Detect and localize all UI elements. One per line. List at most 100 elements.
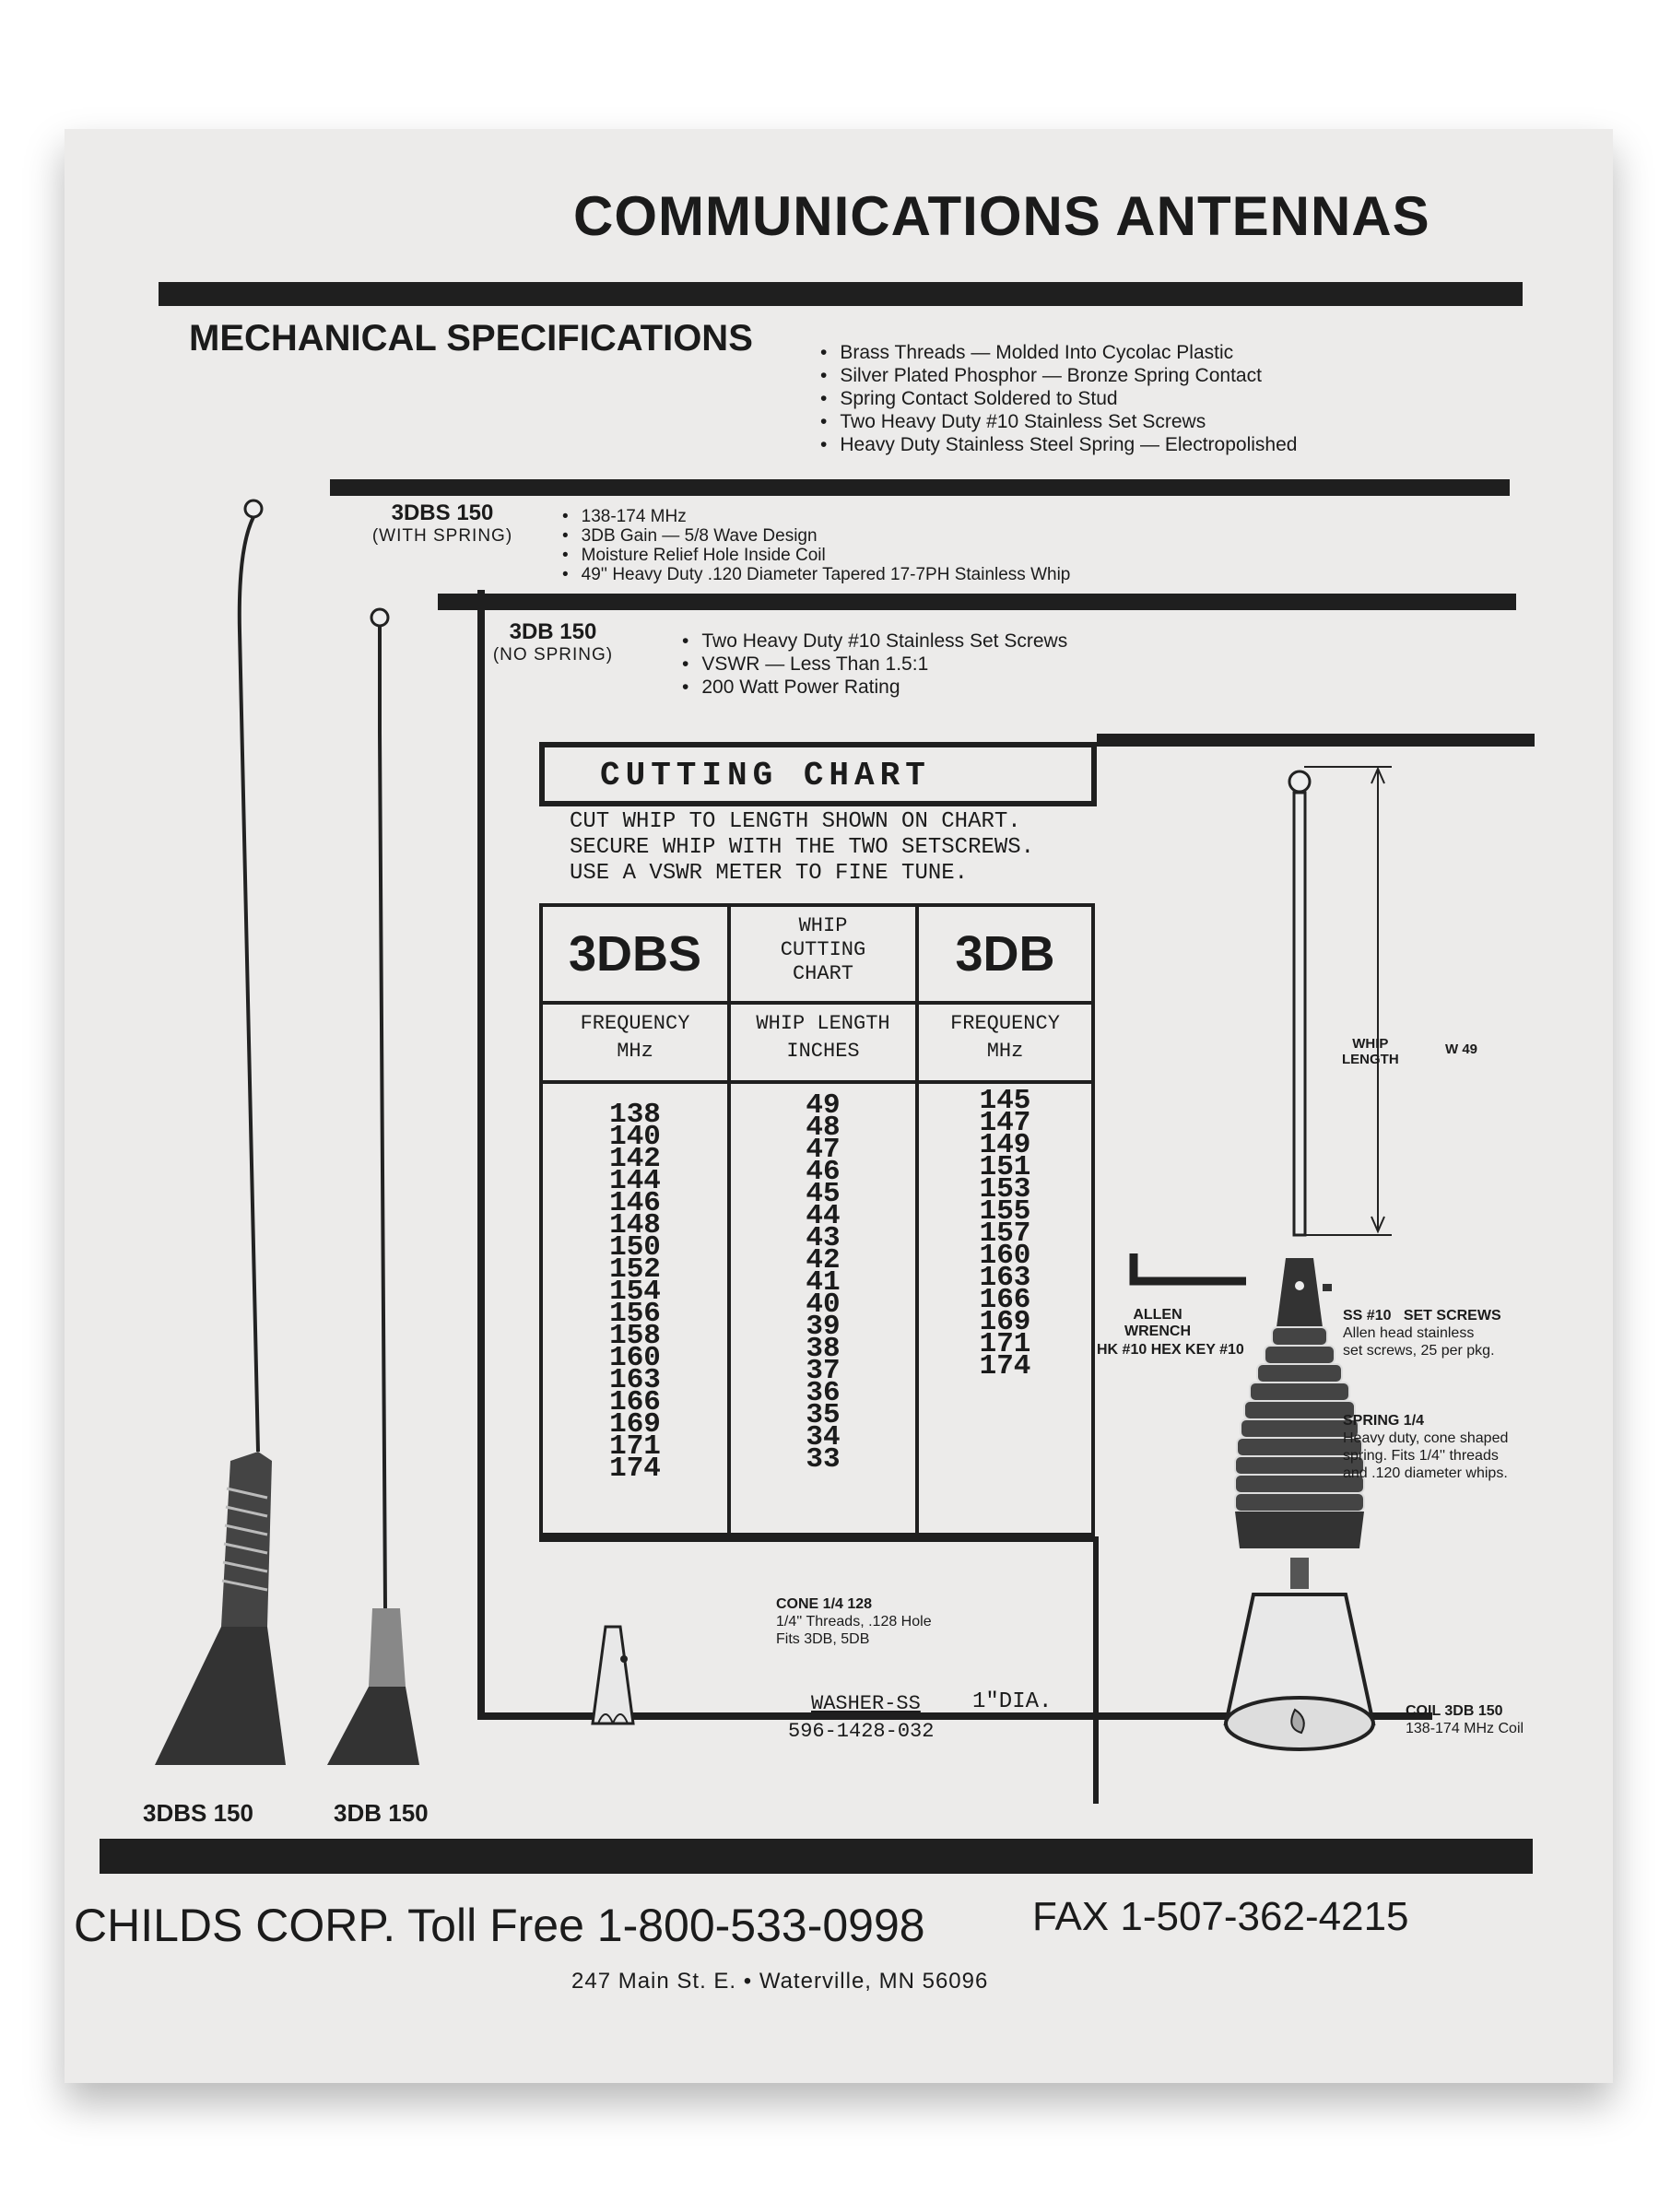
chart-cell-freq-3dbs: 154 — [609, 1276, 661, 1308]
cone-name: CONE 1/4 128 — [776, 1596, 873, 1612]
chart-cell-freq-3dbs: 140 — [609, 1121, 661, 1153]
model-subtitle: (WITH SPRING) — [371, 526, 513, 546]
cone-spec: CONE 1/4 128 1/4'' Threads, .128 Hole Fi… — [776, 1596, 932, 1648]
chart-cell-freq-3db: 163 — [979, 1262, 1031, 1294]
spring-name: SPRING 1/4 — [1343, 1413, 1425, 1429]
chart-cell-whip-length: 45 — [806, 1178, 841, 1210]
footer-address: 247 Main St. E. • Waterville, MN 56096 — [571, 1969, 989, 1994]
model-rule-3dbs — [330, 479, 1510, 496]
caption-3db: 3DB 150 — [334, 1799, 429, 1827]
header-right-model: 3DB — [915, 903, 1095, 1005]
chart-section — [477, 590, 1432, 1720]
chart-cell-freq-3db: 153 — [979, 1173, 1031, 1206]
chart-cell-whip-length: 33 — [806, 1443, 841, 1476]
chart-cell-freq-3db: 147 — [979, 1107, 1031, 1139]
col-head-length: WHIP LENGTH INCHES — [727, 1001, 919, 1084]
model-3db-heading: 3DB 150 (NO SPRING) — [461, 619, 645, 665]
spec-item: 49'' Heavy Duty .120 Diameter Tapered 17… — [562, 565, 1071, 584]
chart-cell-whip-length: 49 — [806, 1089, 841, 1122]
chart-cell-freq-3db: 149 — [979, 1129, 1031, 1161]
cone-desc: 1/4'' Threads, .128 Hole — [776, 1614, 932, 1630]
chart-top-rule — [1097, 734, 1535, 747]
chart-cell-whip-length: 44 — [806, 1200, 841, 1232]
spec-item: 138-174 MHz — [562, 507, 1070, 526]
chart-cell-freq-3dbs: 171 — [609, 1430, 661, 1463]
col-body-freq-3db — [915, 1080, 1095, 1536]
spec-item: Spring Contact Soldered to Stud — [820, 387, 1297, 410]
spec-item: Two Heavy Duty #10 Stainless Set Screws — [820, 410, 1297, 433]
antenna-3dbs-drawing — [155, 499, 286, 1765]
set-screws-name: SS #10 — [1343, 1308, 1392, 1324]
column-unit: MHz — [617, 1040, 653, 1063]
set-screws-desc: set screws, 25 per pkg. — [1343, 1343, 1495, 1359]
model-3db-specs: Two Heavy Duty #10 Stainless Set Screws … — [682, 629, 1067, 699]
spec-item: 200 Watt Power Rating — [682, 676, 1067, 699]
column-label: FREQUENCY — [950, 1012, 1060, 1035]
column-unit: INCHES — [786, 1040, 860, 1063]
spec-item: 3DB Gain — 5/8 Wave Design — [562, 526, 1070, 546]
exploded-parts-drawing — [1129, 766, 1392, 1751]
chart-cell-whip-length: 36 — [806, 1377, 841, 1409]
washer-part-number: 596-1428-032 — [788, 1720, 935, 1743]
chart-cell-freq-3db: 145 — [979, 1085, 1031, 1117]
chart-cell-freq-3dbs: 166 — [609, 1386, 661, 1418]
coil-desc: 138-174 MHz Coil — [1406, 1721, 1524, 1736]
chart-cell-freq-3db: 171 — [979, 1328, 1031, 1360]
col-head-freq-3dbs: FREQUENCY MHz — [539, 1001, 731, 1084]
cutting-chart-title: CUTTING CHART — [600, 757, 931, 794]
set-screws-spec: SS #10 SET SCREWS Allen head stainless s… — [1343, 1308, 1501, 1359]
chart-cell-whip-length: 42 — [806, 1244, 841, 1277]
spring-desc: spring. Fits 1/4'' threads — [1343, 1448, 1499, 1464]
whip-length-code: W 49 — [1445, 1041, 1478, 1057]
chart-cell-freq-3db: 166 — [979, 1284, 1031, 1316]
column-label: FREQUENCY — [580, 1012, 690, 1035]
header-rule — [159, 282, 1523, 306]
antenna-3db-drawing — [327, 607, 419, 1765]
chart-cell-freq-3dbs: 152 — [609, 1253, 661, 1286]
spec-item: VSWR — Less Than 1.5:1 — [682, 653, 1067, 676]
washer-name: WASHER-SS — [811, 1692, 921, 1715]
chart-cell-freq-3db: 151 — [979, 1151, 1031, 1183]
chart-cell-freq-3dbs: 163 — [609, 1364, 661, 1396]
spec-item: Moisture Relief Hole Inside Coil — [562, 546, 1070, 565]
chart-cell-freq-3dbs: 148 — [609, 1209, 661, 1241]
model-3dbs-heading: 3DBS 150 (WITH SPRING) — [350, 500, 535, 547]
center-title-line: WHIP — [798, 914, 848, 937]
chart-cell-whip-length: 48 — [806, 1112, 841, 1144]
spec-item: Brass Threads — Molded Into Cycolac Plas… — [820, 341, 1297, 364]
instruction-line: SECURE WHIP WITH THE TWO SETSCREWS. — [570, 835, 1035, 860]
chart-cell-freq-3dbs: 150 — [609, 1231, 661, 1264]
antenna-illustration — [155, 499, 419, 1765]
model-rule-3db — [438, 594, 806, 610]
caption-3dbs: 3DBS 150 — [143, 1799, 253, 1827]
chart-instructions: CUT WHIP TO LENGTH SHOWN ON CHART. SECUR… — [570, 809, 1034, 887]
chart-bottom-rule — [539, 1536, 1097, 1542]
chart-cell-freq-3dbs: 138 — [609, 1099, 661, 1131]
chart-cell-freq-3db: 174 — [979, 1350, 1031, 1382]
chart-cell-freq-3dbs: 156 — [609, 1298, 661, 1330]
cone-desc: Fits 3DB, 5DB — [776, 1631, 870, 1647]
spec-item: Silver Plated Phosphor — Bronze Spring C… — [820, 364, 1297, 387]
model-subtitle: (NO SPRING) — [492, 645, 614, 665]
chart-cell-freq-3dbs: 158 — [609, 1320, 661, 1352]
chart-cell-freq-3db: 155 — [979, 1195, 1031, 1228]
set-screws-title: SET SCREWS — [1403, 1308, 1501, 1324]
chart-cell-whip-length: 37 — [806, 1355, 841, 1387]
whip-length-label-line: WHIP — [1352, 1036, 1389, 1052]
header-center: WHIP CUTTING CHART — [727, 903, 919, 1005]
left-model: 3DBS — [568, 926, 702, 982]
set-screws-desc: Allen head stainless — [1343, 1325, 1475, 1341]
model-name: 3DBS 150 — [391, 500, 494, 525]
document-title: COMMUNICATIONS ANTENNAS — [573, 185, 1430, 247]
center-title-line: CHART — [792, 962, 853, 985]
footer-company: CHILDS CORP. Toll Free 1-800-533-0998 — [74, 1900, 925, 1951]
instruction-line: CUT WHIP TO LENGTH SHOWN ON CHART. — [570, 809, 1021, 834]
chart-cell-freq-3db: 160 — [979, 1240, 1031, 1272]
chart-cell-whip-length: 34 — [806, 1421, 841, 1453]
spec-item: Heavy Duty Stainless Steel Spring — Elec… — [820, 433, 1297, 456]
spec-item: Two Heavy Duty #10 Stainless Set Screws — [682, 629, 1067, 653]
chart-cell-freq-3db: 169 — [979, 1306, 1031, 1338]
washer-size: 1"DIA. — [972, 1689, 1053, 1714]
chart-cell-whip-length: 43 — [806, 1222, 841, 1254]
